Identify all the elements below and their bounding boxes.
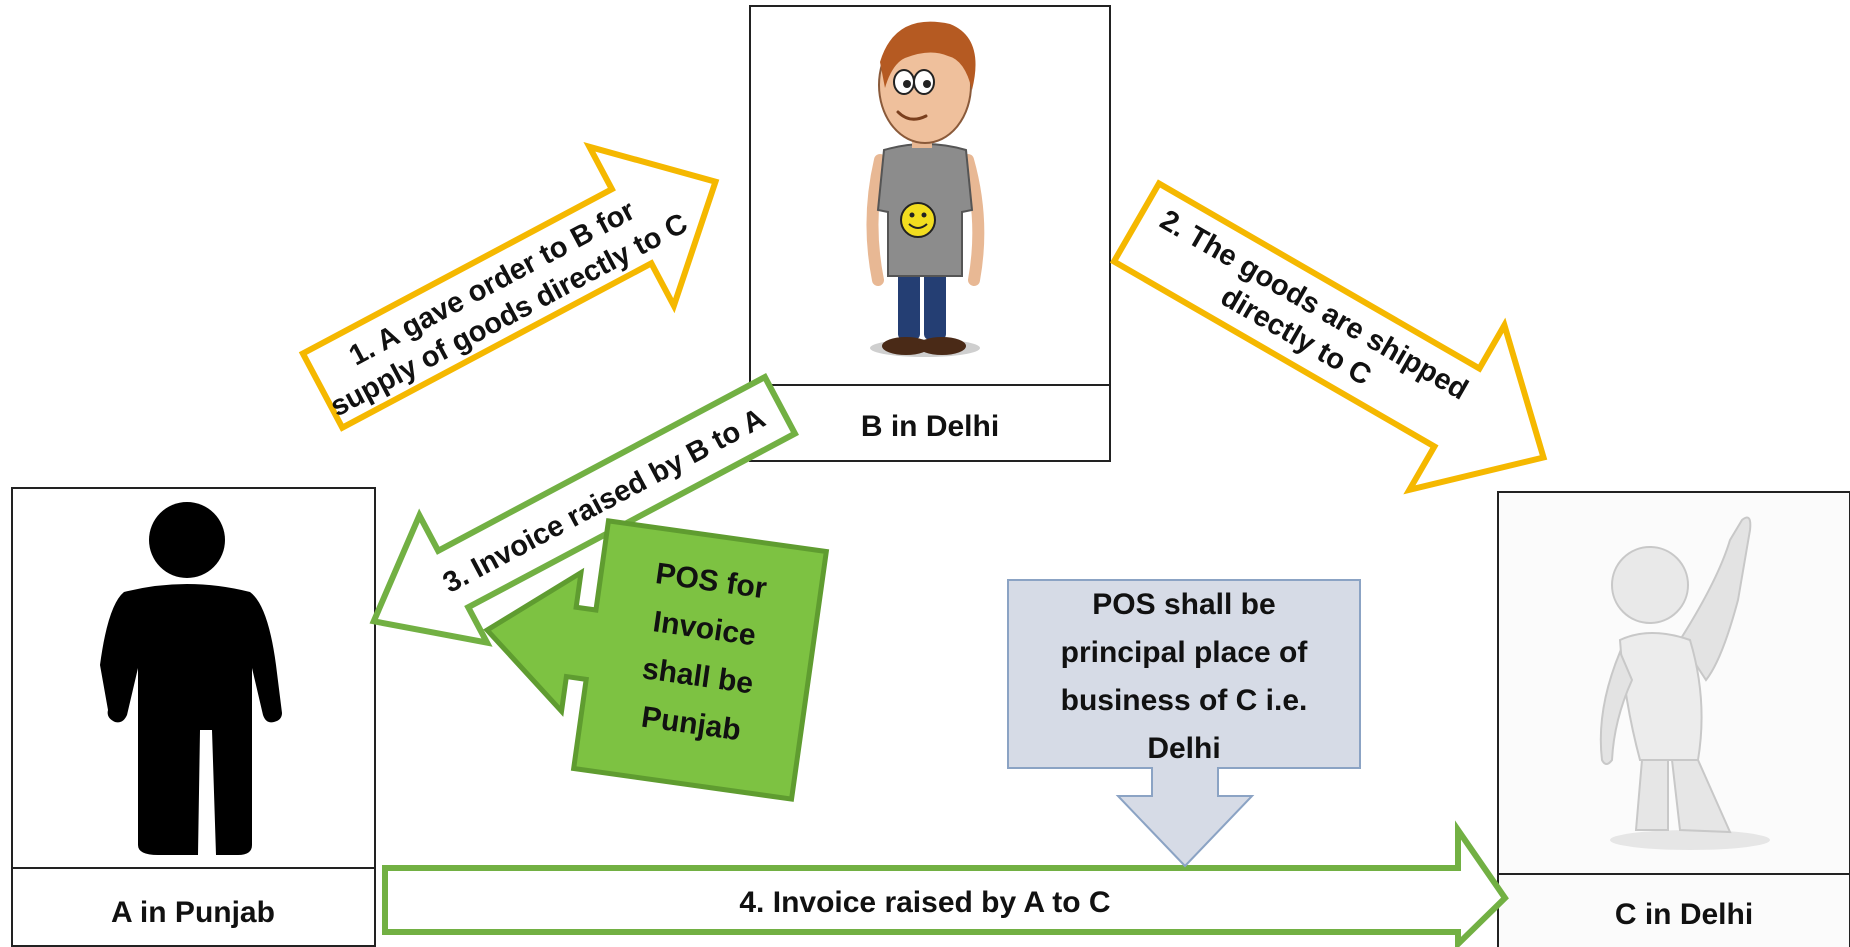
waving-3d-figure-icon (1599, 516, 1770, 850)
party-c-box: C in Delhi (1497, 491, 1850, 947)
arrow-shipped: 2. The goods are shipped directly to C (1109, 179, 1548, 495)
arrow-order-shape (298, 142, 720, 432)
callout-pos-punjab: POS for Invoice shall be Punjab (483, 518, 830, 802)
party-b-box: B in Delhi (749, 5, 1111, 462)
arrow-invoice-a-c: 4. Invoice raised by A to C (382, 820, 1509, 947)
cartoon-man-icon (866, 21, 985, 357)
callout-pos-delhi-line3: business of C i.e. (1061, 684, 1308, 717)
callout-pos-punjab-shape (483, 518, 830, 802)
arrow-invoice-a-c-text: 4. Invoice raised by A to C (739, 886, 1110, 919)
arrow-order: 1. A gave order to B for supply of goods… (298, 142, 720, 432)
callout-pos-delhi-line1: POS shall be (1092, 588, 1275, 621)
person-silhouette-icon (100, 502, 282, 855)
callout-pos-delhi: POS shall be principal place of business… (1007, 579, 1361, 868)
party-c-label: C in Delhi (1615, 898, 1753, 931)
arrow-invoice-a-c-shape (382, 820, 1509, 947)
callout-pos-delhi-line2: principal place of (1061, 636, 1309, 669)
arrow-invoice-b-a-shape (369, 373, 799, 647)
party-a-box: A in Punjab (11, 487, 376, 947)
arrow-shipped-shape (1109, 179, 1548, 495)
party-a-label: A in Punjab (111, 896, 275, 929)
callout-pos-delhi-shape (1007, 579, 1361, 868)
callout-pos-delhi-line4: Delhi (1147, 732, 1220, 765)
party-b-label: B in Delhi (861, 410, 999, 443)
